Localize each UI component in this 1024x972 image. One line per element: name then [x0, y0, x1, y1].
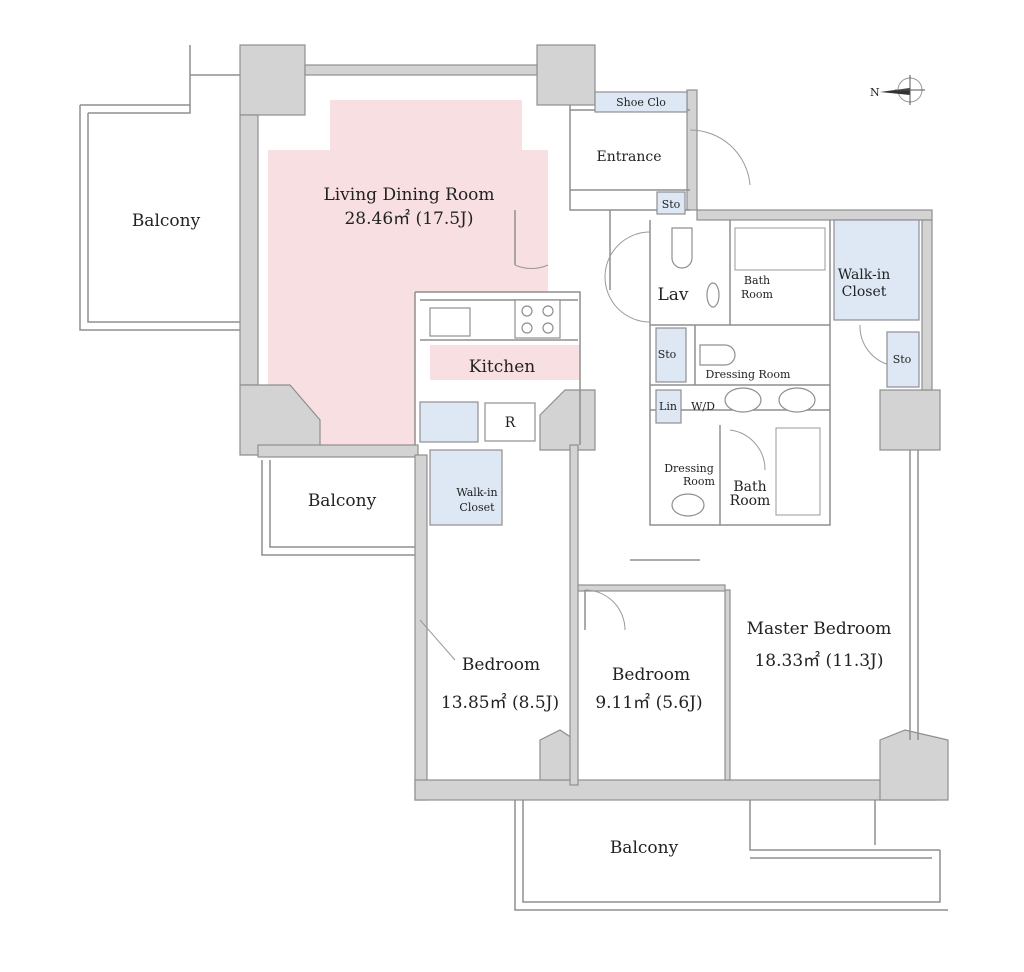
compass-icon: N [870, 75, 925, 105]
storage-entrance [656, 191, 686, 215]
storage-hall [655, 327, 687, 383]
walk-in-closet-2 [429, 449, 503, 526]
compass-label: N [870, 86, 880, 99]
storage-master [886, 331, 920, 388]
walk-in-closet-2-label-line2: Closet [459, 501, 495, 514]
linen-label: Lin [659, 400, 677, 413]
washer-dryer-label: W/D [691, 400, 715, 413]
bedroom-2-label: Bedroom [612, 665, 690, 685]
bath-room-1-label-line2: Room [741, 288, 774, 301]
kitchen-label: Kitchen [469, 357, 535, 377]
walk-in-closet-2-label-line1: Walk-in [456, 486, 497, 499]
master-bedroom-area: 18.33㎡ (11.3J) [754, 651, 883, 671]
refrigerator-label: R [505, 415, 516, 431]
walk-in-closet-1-label-line2: Closet [842, 284, 887, 300]
dressing-room-2-label-line1: Dressing [664, 462, 714, 475]
living-room-area: 28.46㎡ (17.5J) [344, 209, 473, 229]
balcony-left-label: Balcony [132, 211, 201, 231]
shoe-closet [594, 91, 688, 113]
dressing-room-1-label: Dressing Room [706, 368, 792, 381]
dressing-room-2-label-line2: Room [683, 475, 716, 488]
storage-master-label: Sto [893, 353, 912, 366]
linen-closet [655, 389, 682, 424]
bath-room-1-label-line1: Bath [744, 274, 770, 287]
bedroom-1-area: 13.85㎡ (8.5J) [441, 693, 559, 713]
entrance-label: Entrance [596, 149, 661, 165]
balcony-bottom-label: Balcony [610, 838, 679, 858]
pantry [419, 401, 479, 443]
storage-hall-label: Sto [658, 348, 677, 361]
balcony-mid-label: Balcony [308, 491, 377, 511]
interior-partitions [414, 105, 891, 661]
walls [239, 44, 949, 801]
walk-in-closet-1 [833, 219, 920, 321]
walk-in-closet-1-label-line1: Walk-in [838, 267, 890, 283]
lav-label: Lav [657, 285, 688, 305]
bath-room-2-label-line2: Room [730, 493, 771, 509]
balcony-bottom [514, 800, 948, 911]
balcony-left [79, 45, 240, 331]
bath-room-2-label-line1: Bath [733, 479, 766, 495]
living-dining-area [268, 100, 580, 445]
balcony-mid [261, 460, 415, 556]
master-bedroom-label: Master Bedroom [747, 619, 892, 639]
shoe-closet-label: Shoe Clo [616, 96, 666, 109]
bedroom-2-area: 9.11㎡ (5.6J) [595, 693, 702, 713]
bedroom-1-label: Bedroom [462, 655, 540, 675]
living-room-label: Living Dining Room [323, 185, 494, 205]
storage-entrance-label: Sto [662, 198, 681, 211]
